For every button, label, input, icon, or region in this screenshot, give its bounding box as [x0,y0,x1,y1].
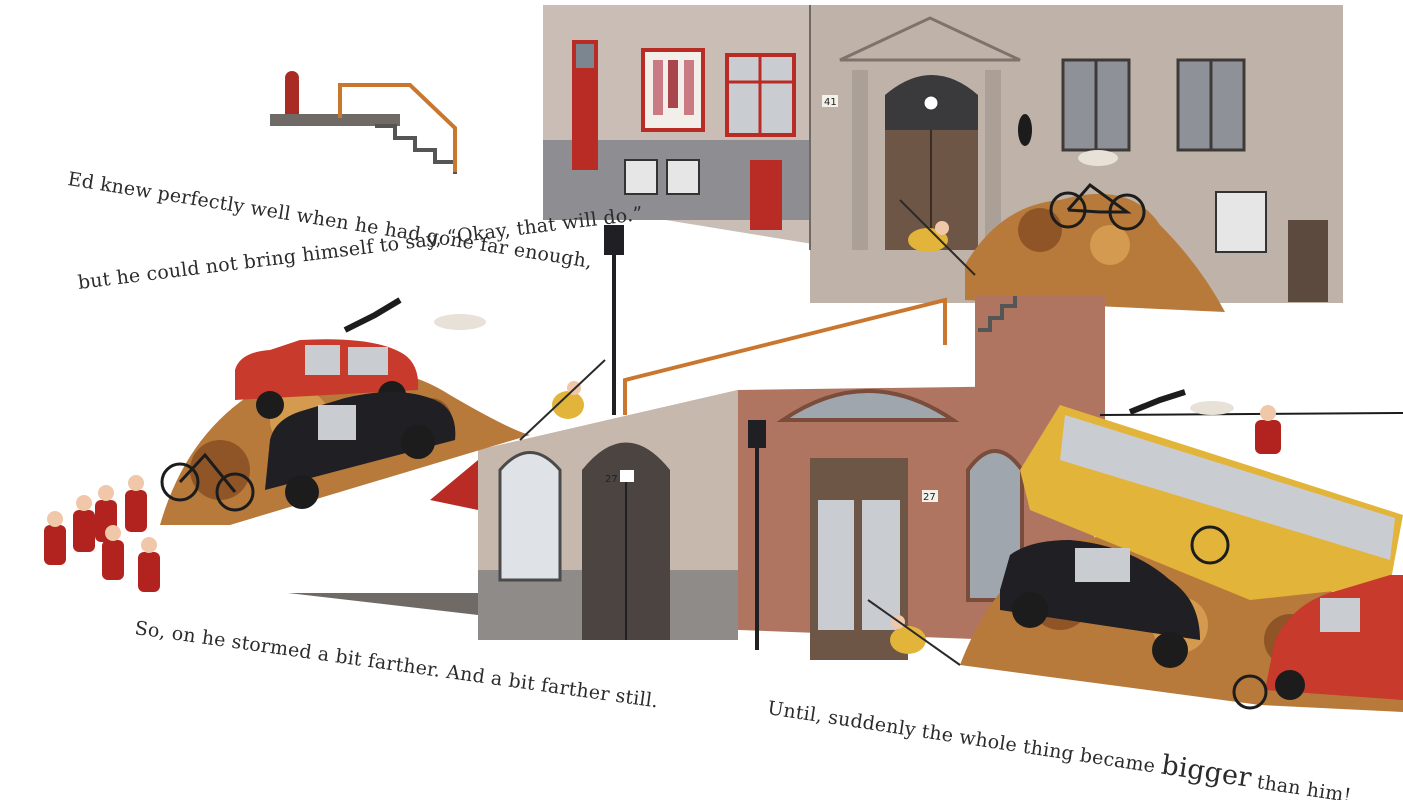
upper-facade: 41 [543,5,1343,303]
person-icon [102,525,124,580]
dog-icon [1190,401,1234,415]
tram-icon [1020,405,1403,600]
cat-icon [343,297,402,333]
bicycle-icon [1190,525,1268,710]
person-icon [44,511,66,565]
children-group [44,475,160,592]
person-icon [899,199,976,276]
upper-left-stairs [270,71,457,174]
person-icon [1255,405,1281,454]
bicycle-icon [1049,182,1146,231]
street-lamp-icon [604,225,624,415]
car-icon [1000,540,1200,668]
door-number-right: 27 [923,492,936,503]
fire-hydrant-icon [285,71,299,114]
door-number-middle: 27 [605,474,618,485]
car-icon [235,339,419,419]
bicycle-icon [160,452,255,512]
person-icon [138,537,160,592]
house-number-upper: 41 [824,97,837,108]
street-lamp-icon [748,420,766,650]
middle-building: 27 27 [430,296,1105,660]
street-shadow [288,593,478,615]
person-icon [125,475,147,532]
dog-icon [434,314,486,330]
person-icon [73,495,95,552]
upper-leaf-pile [965,114,1225,312]
dog-icon [1078,150,1118,166]
person-icon [519,359,606,441]
car-icon [1265,575,1403,700]
cat-icon [1128,389,1186,415]
person-icon [867,599,961,666]
car-icon [265,391,456,509]
cat-icon [1018,114,1032,146]
left-leaf-pile [160,297,530,525]
lower-right-pile [960,389,1403,712]
